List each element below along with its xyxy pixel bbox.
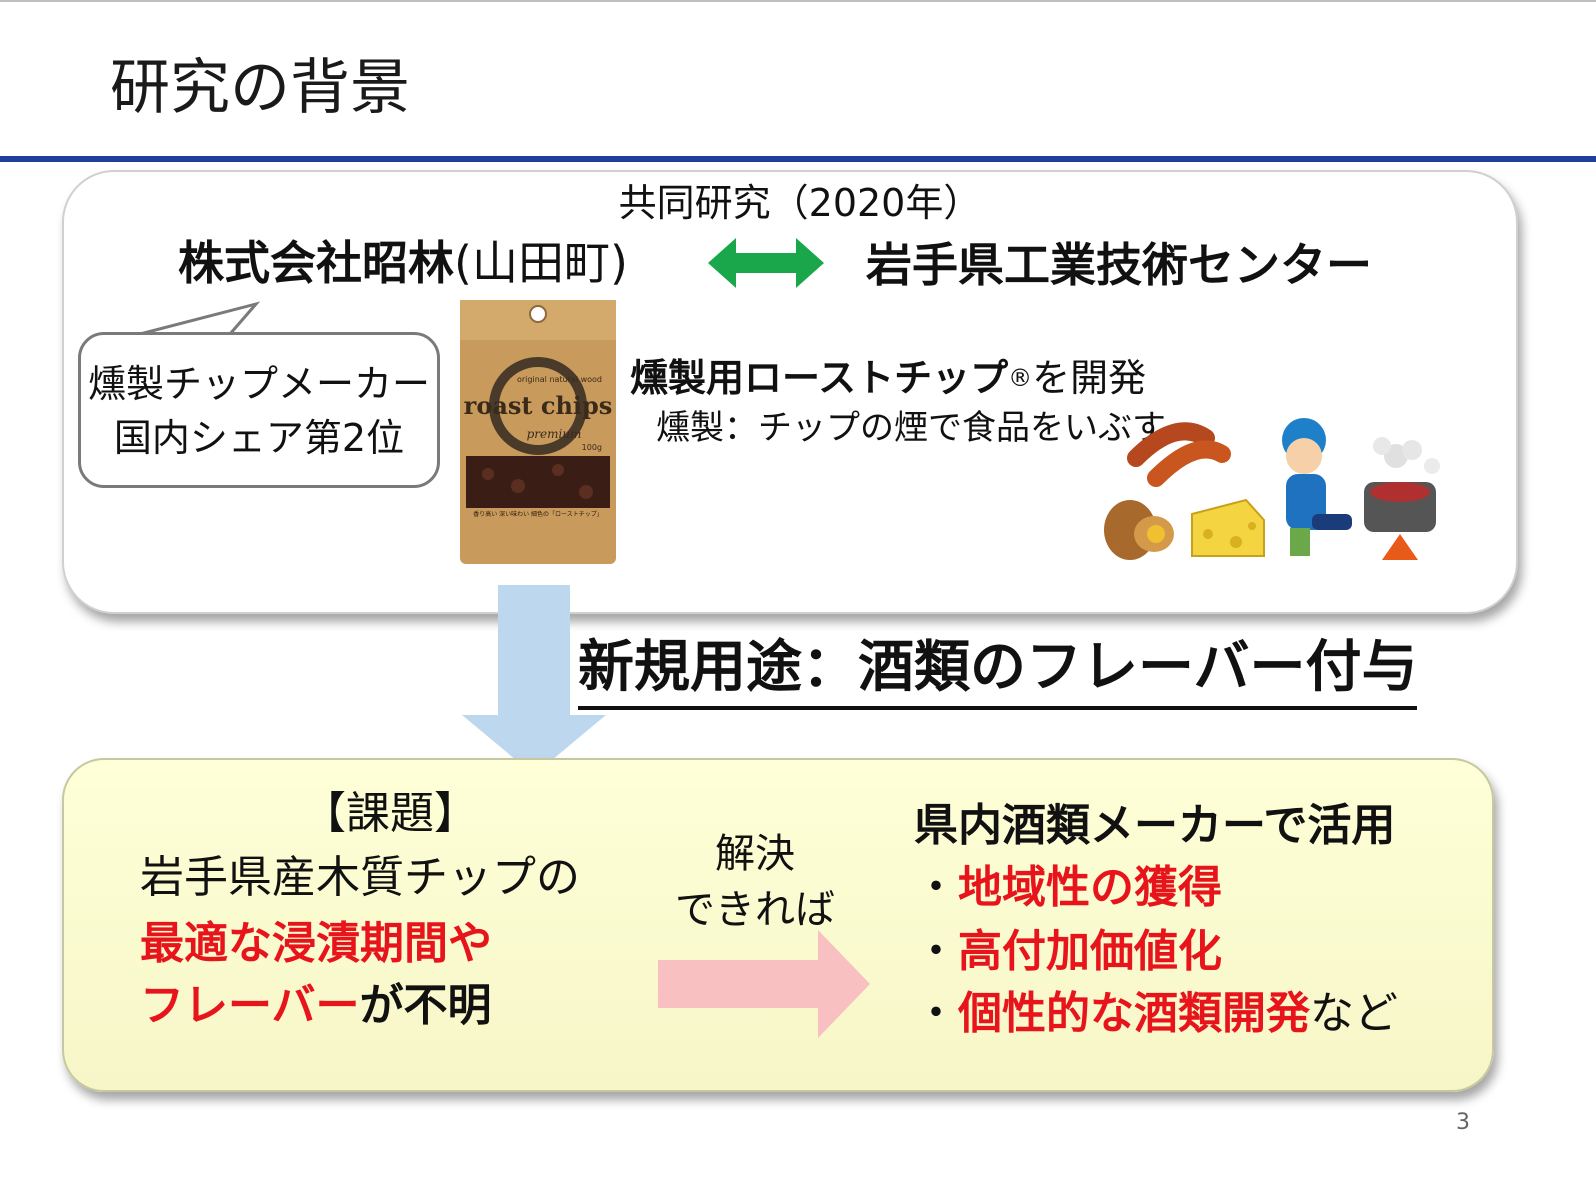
- benefit-heading: 県内酒類メーカーで活用: [914, 800, 1396, 851]
- issue-line-1: 岩手県産木質チップの: [140, 852, 580, 903]
- issue-panel: [62, 758, 1494, 1092]
- feature-title: 燻製用ローストチップ®を開発: [630, 352, 1146, 404]
- bullet-dot: ・: [914, 988, 958, 1039]
- page-number: 3: [1456, 1110, 1470, 1135]
- product-sub: premium: [527, 427, 582, 441]
- benefit-item: ・個性的な酒類開発など: [914, 984, 1398, 1044]
- company-bold: 株式会社昭林: [178, 236, 454, 290]
- person-smoking-illustration: [1282, 418, 1440, 560]
- company-name: 株式会社昭林(山田町): [178, 232, 628, 294]
- title-rule: [0, 156, 1596, 162]
- partner-name: 岩手県工業技術センター: [866, 238, 1372, 292]
- top-border: [0, 0, 1596, 2]
- down-arrow-icon: [462, 585, 606, 775]
- double-arrow-icon: [708, 238, 824, 288]
- product-weight: 100g: [582, 443, 602, 452]
- issue-line-3: フレーバーが不明: [140, 976, 492, 1036]
- benefit-item: ・高付加価値化: [914, 922, 1222, 982]
- callout-pointer-icon: [139, 301, 261, 336]
- feature-name: 燻製用ローストチップ: [630, 356, 1009, 400]
- benefit-item: ・地域性の獲得: [914, 858, 1222, 918]
- issue-line-3-red: フレーバー: [140, 980, 360, 1031]
- company-location: (山田町): [454, 236, 628, 290]
- solve-line-2: できれば: [675, 887, 835, 933]
- registered-mark: ®: [1008, 364, 1033, 392]
- benefit-tail: など: [1310, 988, 1398, 1039]
- product-caption: 香り高い 深い味わい 細色の「ローストチップ」: [473, 510, 603, 518]
- collab-label: 共同研究（2020年）: [618, 181, 982, 225]
- issue-line-3-black: が不明: [359, 980, 492, 1031]
- issue-line-2: 最適な浸漬期間や: [140, 918, 492, 969]
- benefit-text: 地域性の獲得: [958, 862, 1222, 913]
- solve-label: 解決 できれば: [660, 826, 850, 938]
- issue-heading: 【課題】: [302, 788, 478, 839]
- roast-chips-package-image: roast chips premium original natural woo…: [460, 300, 616, 564]
- product-brand: roast chips: [464, 391, 613, 420]
- maker-callout: 燻製チップメーカー 国内シェア第2位: [78, 332, 440, 488]
- smoked-food-illustration: [1104, 422, 1265, 560]
- product-tag: original natural wood: [517, 375, 602, 384]
- page-title: 研究の背景: [110, 53, 410, 123]
- feature-description: 燻製：チップの煙で食品をいぶす: [656, 408, 1166, 448]
- benefit-text: 個性的な酒類開発: [958, 988, 1310, 1039]
- new-use-heading: 新規用途：酒類のフレーバー付与: [578, 630, 1418, 710]
- benefit-text: 高付加価値化: [958, 926, 1222, 977]
- callout-line-2: 国内シェア第2位: [113, 416, 405, 460]
- right-arrow-icon: [658, 930, 870, 1038]
- bullet-dot: ・: [914, 862, 958, 913]
- feature-suffix: を開発: [1032, 356, 1147, 400]
- solve-line-1: 解決: [715, 831, 795, 877]
- callout-line-1: 燻製チップメーカー: [87, 362, 430, 406]
- bullet-dot: ・: [914, 926, 958, 977]
